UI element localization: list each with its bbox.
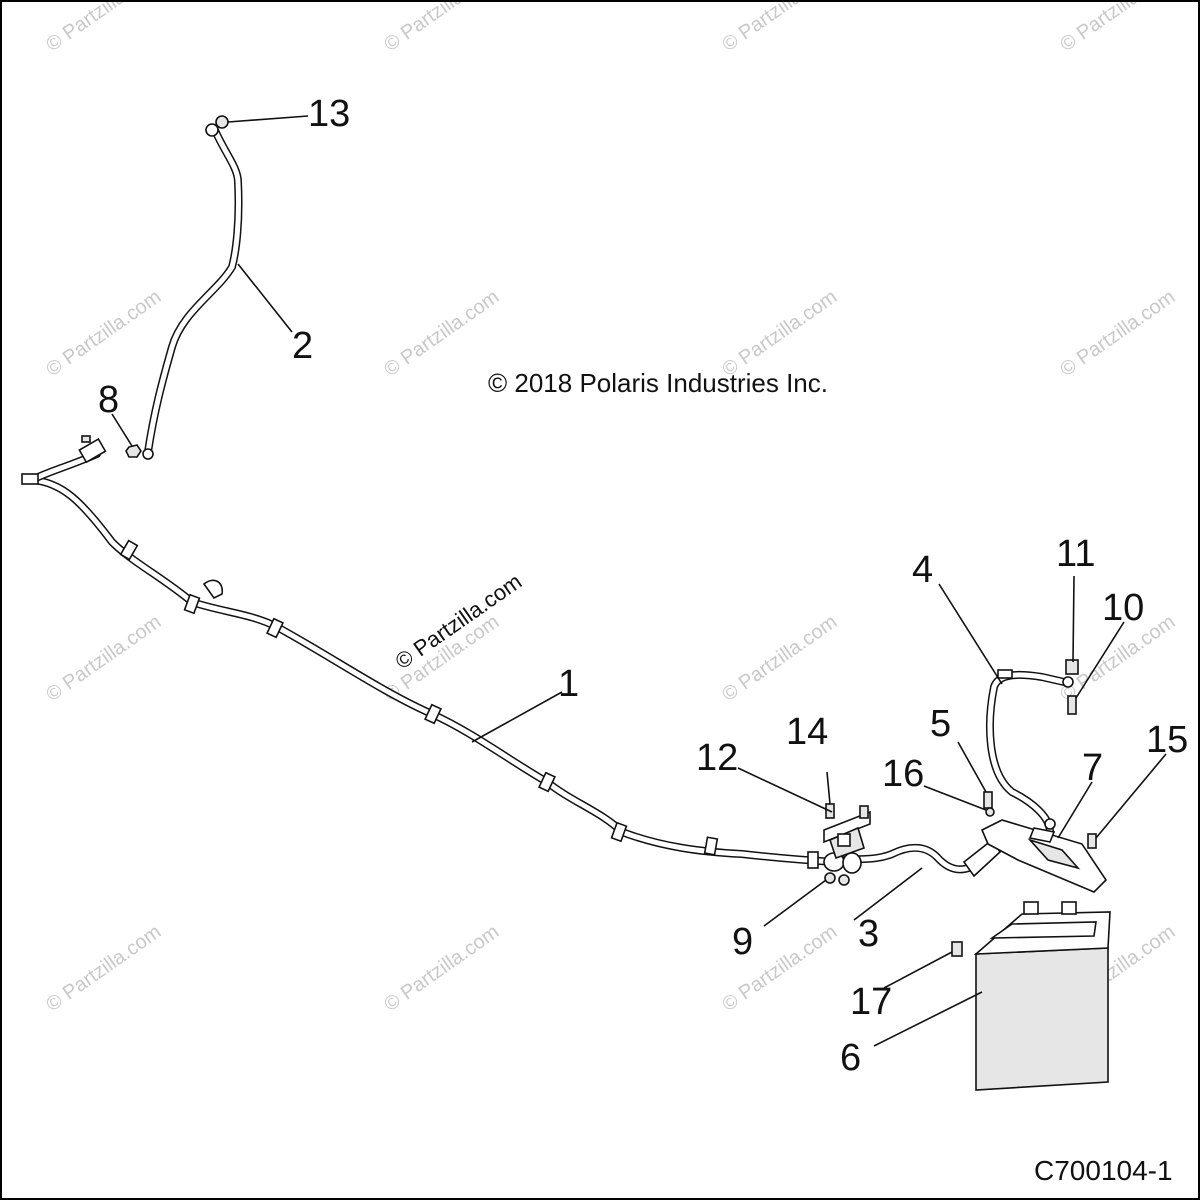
watermark-10: © Partzilla.com	[718, 611, 841, 706]
watermark-7: © Partzilla.com	[1056, 286, 1179, 381]
callout-3: 3	[858, 913, 879, 955]
diagram-code: C700104-1	[1034, 1155, 1173, 1186]
callout-2: 2	[292, 325, 313, 367]
cable-part-4[interactable]	[986, 669, 1074, 836]
harness-part-1[interactable]	[21, 435, 838, 869]
watermark-6: © Partzilla.com	[718, 286, 841, 381]
cable-part-3[interactable]	[823, 838, 1002, 878]
bracket-part-7[interactable]	[980, 819, 1108, 893]
watermark-4: © Partzilla.com	[42, 286, 165, 381]
watermark-2: © Partzilla.com	[718, 2, 841, 56]
watermark-12: © Partzilla.com	[42, 921, 165, 1016]
callout-12: 12	[696, 737, 738, 779]
screw-part-17[interactable]	[951, 941, 963, 957]
bolt-part-5[interactable]	[983, 791, 993, 809]
battery-part-6[interactable]	[973, 901, 1111, 1091]
cable-part-2[interactable]	[142, 123, 243, 460]
callout-1: 1	[558, 663, 579, 705]
watermark-5: © Partzilla.com	[380, 286, 503, 381]
bolt-part-15[interactable]	[1087, 833, 1097, 849]
copyright-notice: © 2018 Polaris Industries Inc.	[488, 368, 828, 398]
leader-lines	[111, 115, 1167, 1047]
watermark-13: © Partzilla.com	[380, 921, 503, 1016]
solenoid-part-12[interactable]	[823, 810, 871, 860]
bolt-part-14[interactable]	[825, 803, 869, 819]
watermark-layer: © Partzilla.com © Partzilla.com © Partzill…	[42, 2, 1179, 1016]
callout-11: 11	[1056, 533, 1095, 575]
callout-14: 14	[786, 711, 828, 753]
callout-13: 13	[308, 93, 350, 135]
nut-part-16[interactable]	[985, 807, 995, 817]
watermark-3: © Partzilla.com	[1056, 2, 1179, 56]
nut-part-11[interactable]	[1065, 659, 1079, 675]
watermark-1: © Partzilla.com	[380, 2, 503, 56]
callout-4: 4	[912, 549, 933, 591]
callout-15: 15	[1146, 719, 1188, 761]
callout-8: 8	[98, 379, 119, 421]
callout-9: 9	[732, 921, 753, 963]
nuts-part-9[interactable]	[824, 872, 850, 886]
callout-5: 5	[930, 703, 951, 745]
nut-part-13[interactable]	[215, 115, 229, 129]
callout-16: 16	[882, 753, 924, 795]
bolt-part-10[interactable]	[1067, 695, 1077, 715]
watermark-0: © Partzilla.com	[42, 2, 165, 56]
nut-part-8[interactable]	[125, 444, 142, 458]
callout-10: 10	[1102, 587, 1144, 629]
callout-6: 6	[840, 1037, 861, 1079]
callout-17: 17	[850, 981, 892, 1023]
callout-7: 7	[1082, 747, 1103, 789]
watermark-8: © Partzilla.com	[42, 611, 165, 706]
